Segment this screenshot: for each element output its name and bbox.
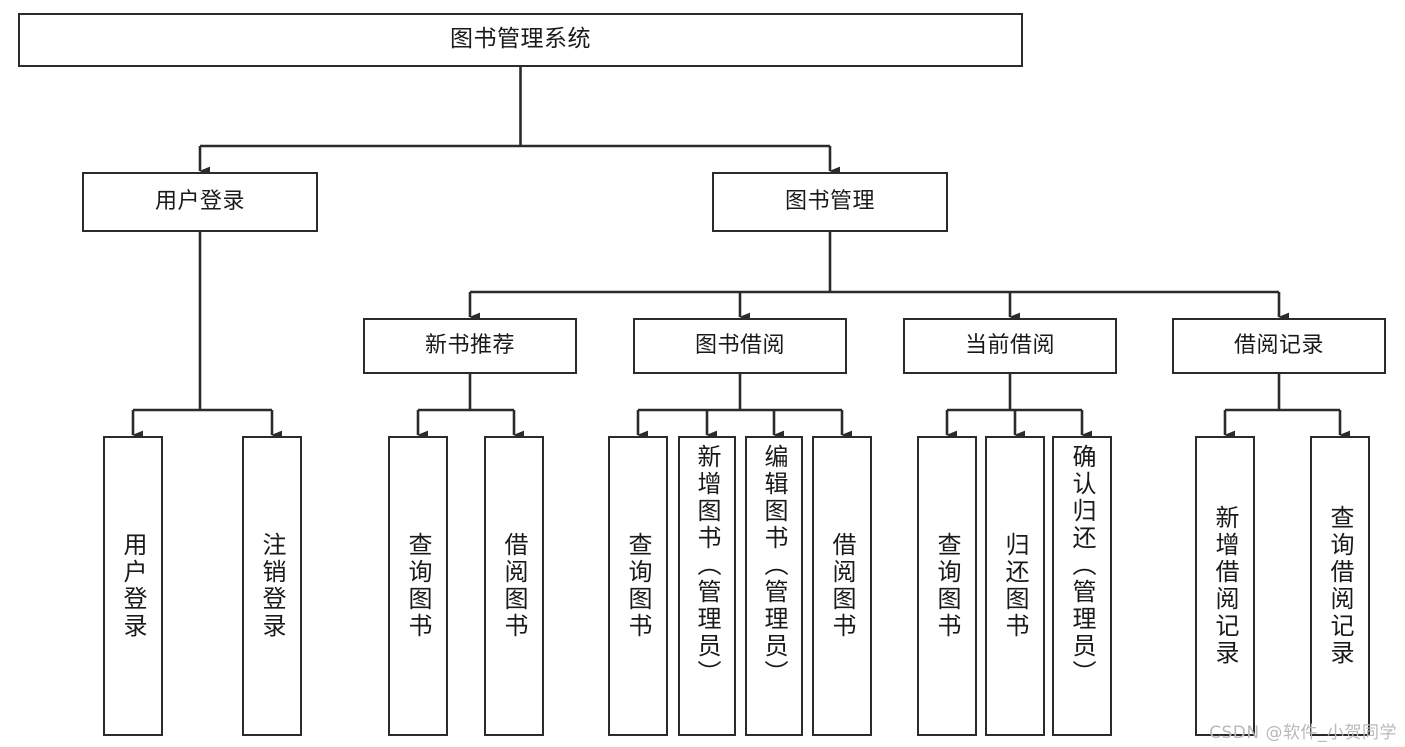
node-label-leaf-user-login: 用户登录 bbox=[119, 532, 147, 640]
node-current-borrow[interactable]: 当前借阅 bbox=[903, 318, 1117, 374]
node-leaf-borrow-book-1[interactable]: 借阅图书 bbox=[484, 436, 544, 736]
node-leaf-user-logout[interactable]: 注销登录 bbox=[242, 436, 302, 736]
node-label-leaf-confirm-return: 确认归还（管理员） bbox=[1068, 444, 1096, 687]
node-label-leaf-borrow-book-2: 借阅图书 bbox=[828, 532, 856, 640]
node-label-leaf-query-book-2: 查询图书 bbox=[624, 532, 652, 640]
node-leaf-query-book-2[interactable]: 查询图书 bbox=[608, 436, 668, 736]
node-label-user-login: 用户登录 bbox=[154, 188, 245, 214]
node-leaf-confirm-return[interactable]: 确认归还（管理员） bbox=[1052, 436, 1112, 736]
node-leaf-add-record[interactable]: 新增借阅记录 bbox=[1195, 436, 1255, 736]
node-leaf-edit-book[interactable]: 编辑图书（管理员） bbox=[745, 436, 803, 736]
node-book-manage[interactable]: 图书管理 bbox=[712, 172, 948, 232]
node-leaf-return-book[interactable]: 归还图书 bbox=[985, 436, 1045, 736]
node-label-leaf-query-record: 查询借阅记录 bbox=[1326, 505, 1354, 667]
node-label-book-manage: 图书管理 bbox=[784, 188, 875, 214]
node-label-root: 图书管理系统 bbox=[450, 26, 591, 53]
node-leaf-borrow-book-2[interactable]: 借阅图书 bbox=[812, 436, 872, 736]
node-label-leaf-return-book: 归还图书 bbox=[1001, 532, 1029, 640]
node-label-leaf-query-book-1: 查询图书 bbox=[404, 532, 432, 640]
node-user-login[interactable]: 用户登录 bbox=[82, 172, 318, 232]
node-label-leaf-edit-book: 编辑图书（管理员） bbox=[760, 444, 788, 687]
node-root[interactable]: 图书管理系统 bbox=[18, 13, 1023, 67]
node-leaf-query-book-3[interactable]: 查询图书 bbox=[917, 436, 977, 736]
node-label-leaf-add-book: 新增图书（管理员） bbox=[693, 444, 721, 687]
csdn-watermark: CSDN @软件_小贺同学 bbox=[1209, 723, 1397, 743]
node-leaf-add-book[interactable]: 新增图书（管理员） bbox=[678, 436, 736, 736]
node-label-book-borrow: 图书借阅 bbox=[694, 332, 785, 358]
node-label-leaf-add-record: 新增借阅记录 bbox=[1211, 505, 1239, 667]
node-label-current-borrow: 当前借阅 bbox=[964, 332, 1055, 358]
node-label-new-book-recommend: 新书推荐 bbox=[424, 332, 515, 358]
node-book-borrow[interactable]: 图书借阅 bbox=[633, 318, 847, 374]
node-borrow-record[interactable]: 借阅记录 bbox=[1172, 318, 1386, 374]
node-new-book-recommend[interactable]: 新书推荐 bbox=[363, 318, 577, 374]
node-label-borrow-record: 借阅记录 bbox=[1233, 332, 1324, 358]
node-leaf-user-login[interactable]: 用户登录 bbox=[103, 436, 163, 736]
node-label-leaf-query-book-3: 查询图书 bbox=[933, 532, 961, 640]
node-label-leaf-user-logout: 注销登录 bbox=[258, 532, 286, 640]
node-leaf-query-record[interactable]: 查询借阅记录 bbox=[1310, 436, 1370, 736]
node-leaf-query-book-1[interactable]: 查询图书 bbox=[388, 436, 448, 736]
node-label-leaf-borrow-book-1: 借阅图书 bbox=[500, 532, 528, 640]
